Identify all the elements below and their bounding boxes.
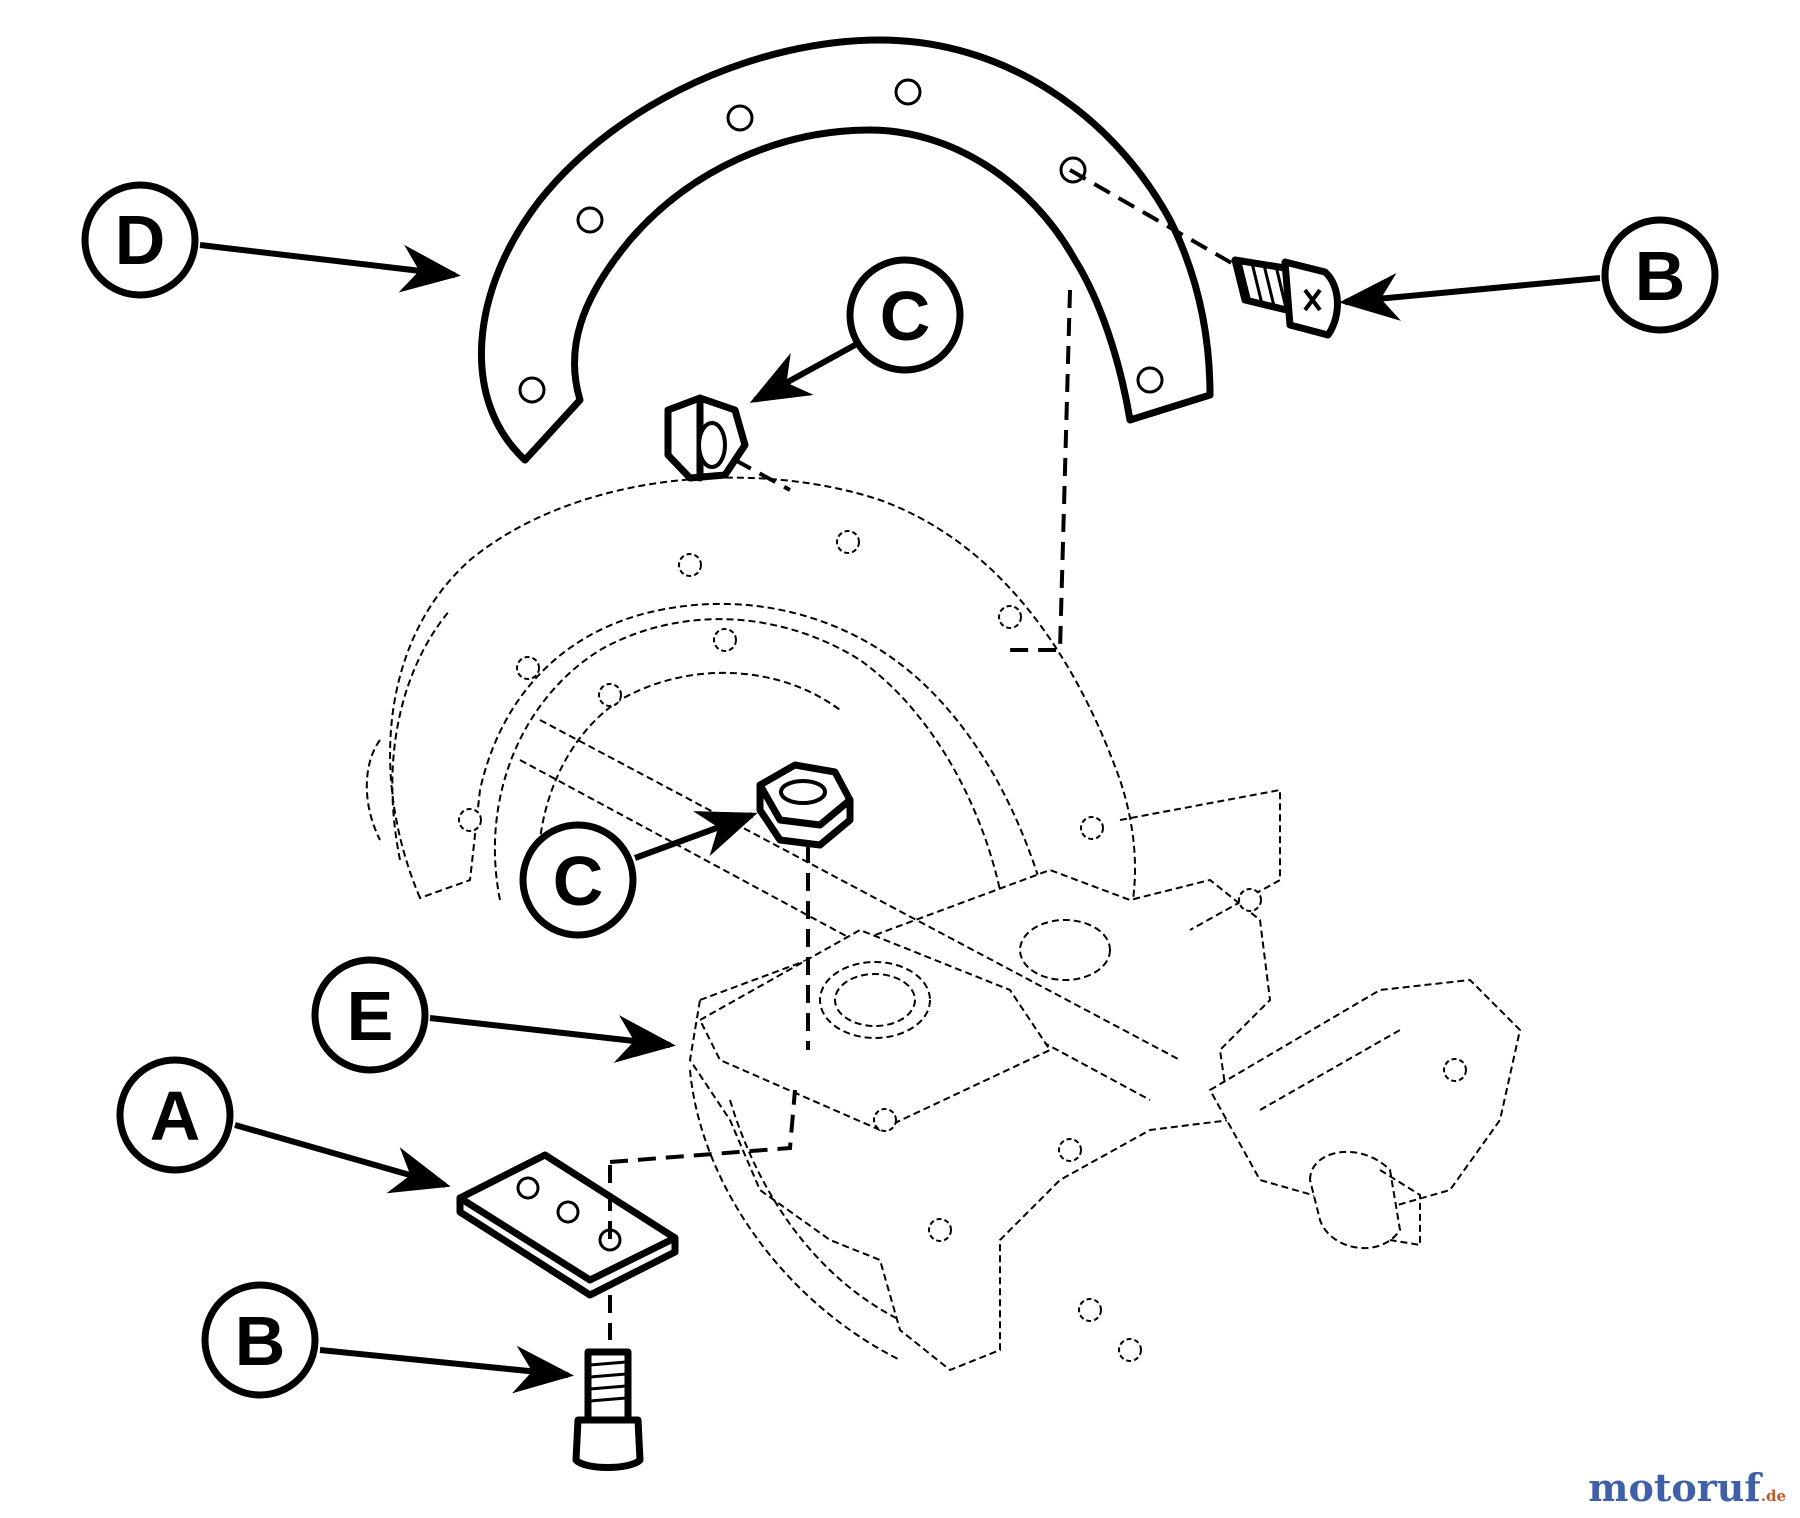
callout-b-bottom: B — [201, 1281, 574, 1399]
wear-bar-a — [456, 1089, 797, 1340]
callout-e: E — [311, 956, 676, 1074]
svg-text:A: A — [150, 1077, 201, 1155]
callout-a: A — [116, 1056, 451, 1194]
svg-text:D: D — [115, 201, 166, 279]
nut-c-top — [664, 394, 791, 492]
svg-text:B: B — [1635, 237, 1686, 315]
svg-text:C: C — [553, 842, 604, 920]
scraper-shoe-d — [477, 36, 1214, 464]
nut-c-mid — [756, 761, 854, 1050]
bolt-b-top — [1010, 168, 1341, 652]
callout-b-top: B — [1339, 216, 1719, 334]
callout-c-top: C — [749, 256, 964, 403]
callout-c-mid: C — [519, 811, 758, 939]
svg-text:E: E — [347, 977, 394, 1055]
svg-text:C: C — [880, 277, 931, 355]
svg-text:B: B — [235, 1302, 286, 1380]
watermark-logo: motoruf.de — [1588, 1465, 1786, 1510]
auger-housing — [365, 476, 1522, 1372]
bolt-b-bottom — [572, 1348, 644, 1471]
callout-d: D — [81, 181, 461, 299]
